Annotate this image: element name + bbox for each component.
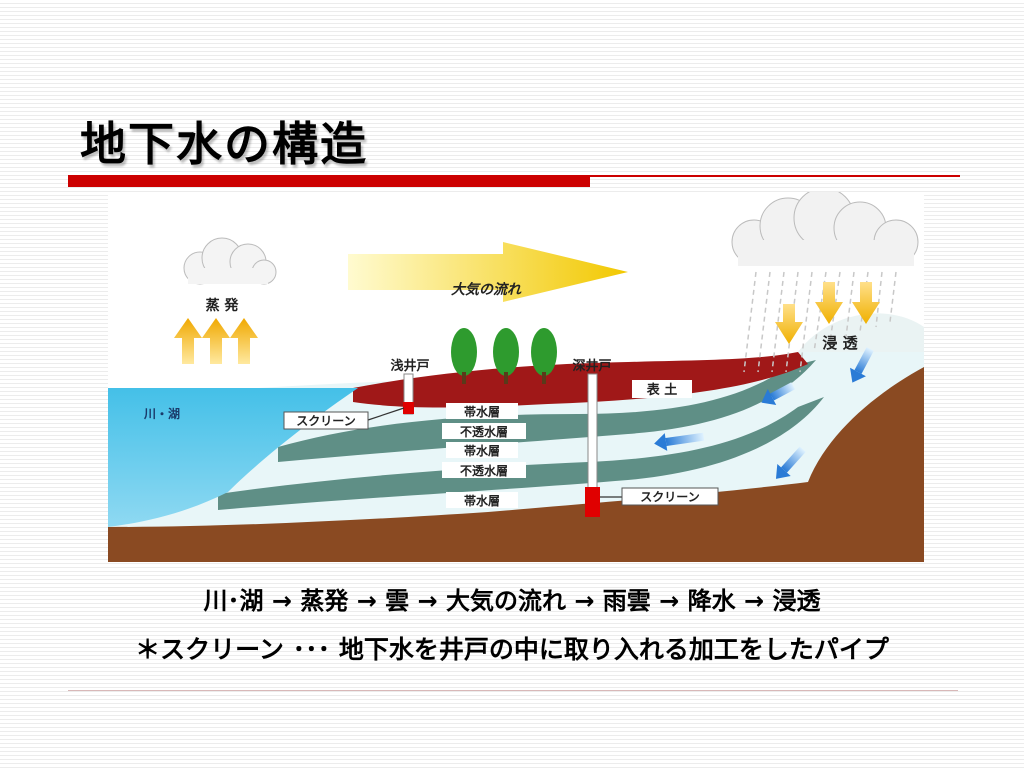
page-title: 地下水の構造 bbox=[80, 117, 368, 171]
infiltration-arrow bbox=[815, 282, 843, 324]
groundwater-flow-arrow bbox=[761, 382, 796, 405]
aquifer-label-box bbox=[446, 403, 518, 419]
groundwater-flow-arrow bbox=[654, 432, 705, 451]
screen-definition-note: ＊スクリーン ･･･ 地下水を井戸の中に取り入れる加工をしたパイプ bbox=[135, 635, 889, 664]
evaporation-arrow bbox=[230, 318, 258, 364]
atmosphere-arrow bbox=[348, 242, 628, 302]
rain bbox=[743, 271, 897, 373]
screen-label-box bbox=[283, 411, 369, 430]
topsoil-label: 表 土 bbox=[646, 382, 678, 398]
aquitard-upper bbox=[278, 360, 816, 462]
footer-divider bbox=[68, 690, 958, 691]
evaporation-label: 蒸 発 bbox=[206, 297, 240, 314]
rain-cloud bbox=[731, 192, 919, 266]
atmosphere-flow-label: 大気の流れ bbox=[451, 281, 522, 298]
river-lake-label: 川・湖 bbox=[143, 406, 180, 421]
title-underline-thick bbox=[68, 175, 590, 187]
aquitard-label-box bbox=[442, 462, 526, 478]
evaporation-arrow bbox=[174, 318, 202, 364]
groundwater-flow-arrow bbox=[775, 446, 806, 479]
evaporation-arrow bbox=[202, 318, 230, 364]
screen-label-box bbox=[621, 487, 719, 506]
tree bbox=[451, 328, 477, 384]
aquifer-label-box bbox=[446, 492, 518, 508]
title-underline-thin bbox=[590, 175, 960, 177]
topsoil-label-box bbox=[632, 380, 692, 398]
infiltration-arrow bbox=[775, 304, 803, 344]
evaporation-cloud bbox=[183, 237, 277, 285]
topsoil-layer bbox=[353, 352, 808, 408]
aquitard-lower bbox=[218, 397, 824, 510]
aquitard-label-1: 不透水層 bbox=[460, 424, 508, 439]
aquifer-label-1: 帯水層 bbox=[464, 404, 500, 419]
aquifer-label-box bbox=[446, 442, 518, 458]
aquitard-label-2: 不透水層 bbox=[460, 463, 508, 478]
groundwater-diagram: 蒸 発 大気の流れ 浸 透 川・湖 浅井戸 深井戸 表 土 スクリーン スクリー… bbox=[108, 192, 924, 562]
infiltration-label: 浸 透 bbox=[822, 334, 858, 352]
aquifer-label-3: 帯水層 bbox=[464, 493, 500, 508]
screen-leader-line bbox=[367, 407, 405, 421]
deep-well-screen bbox=[585, 487, 600, 517]
aquifer-label-2: 帯水層 bbox=[464, 443, 500, 458]
screen-label-deep: スクリーン bbox=[640, 490, 699, 504]
water-cycle-caption: 川･湖 → 蒸発 → 雲 → 大気の流れ → 雨雲 → 降水 → 浸透 bbox=[203, 587, 821, 615]
aquitard-label-box bbox=[442, 423, 526, 439]
deep-well-label: 深井戸 bbox=[572, 358, 611, 374]
tree bbox=[493, 328, 519, 384]
tree bbox=[531, 328, 557, 384]
shallow-well-screen bbox=[403, 402, 414, 414]
shallow-well-label: 浅井戸 bbox=[390, 358, 429, 374]
infiltration-arrow bbox=[852, 282, 880, 324]
groundwater-flow-arrow bbox=[850, 347, 874, 383]
screen-label-shallow: スクリーン bbox=[296, 414, 355, 428]
